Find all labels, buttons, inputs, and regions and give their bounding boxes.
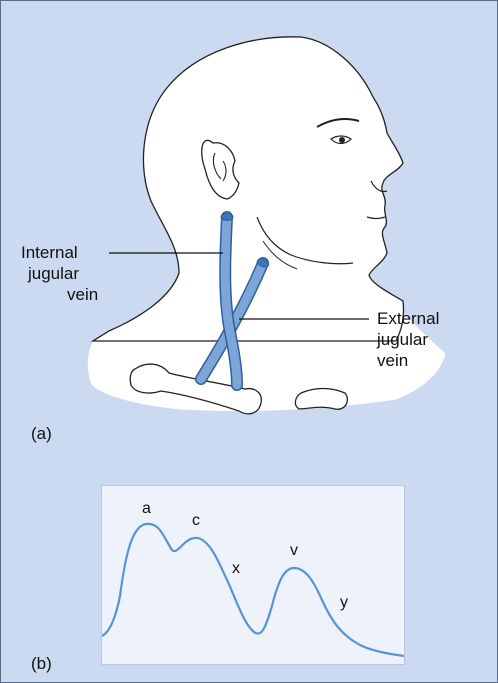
panel-b-tag: (b) xyxy=(31,653,52,674)
wave-label-y: y xyxy=(340,594,348,612)
internal-jugular-label: Internal jugular vein xyxy=(21,242,109,305)
external-label-line2: jugular xyxy=(377,329,477,350)
right-clavicle xyxy=(295,389,347,410)
internal-vein-opening xyxy=(221,214,233,221)
wave-label-a: a xyxy=(142,500,151,518)
internal-label-line3: vein xyxy=(21,284,109,305)
panel-a-tag: (a) xyxy=(31,423,52,444)
pupil xyxy=(339,137,345,143)
internal-label-line2: jugular xyxy=(21,263,109,284)
wave-label-v: v xyxy=(290,542,298,560)
jvp-trace xyxy=(102,524,404,656)
external-label-line1: External xyxy=(377,308,477,329)
external-jugular-label: External jugular vein xyxy=(377,308,477,371)
external-label-line3: vein xyxy=(377,350,477,371)
internal-label-line1: Internal xyxy=(21,242,109,263)
jvp-waveform-panel: a c x v y xyxy=(101,485,405,665)
wave-label-x: x xyxy=(232,560,240,578)
wave-label-c: c xyxy=(192,512,200,530)
